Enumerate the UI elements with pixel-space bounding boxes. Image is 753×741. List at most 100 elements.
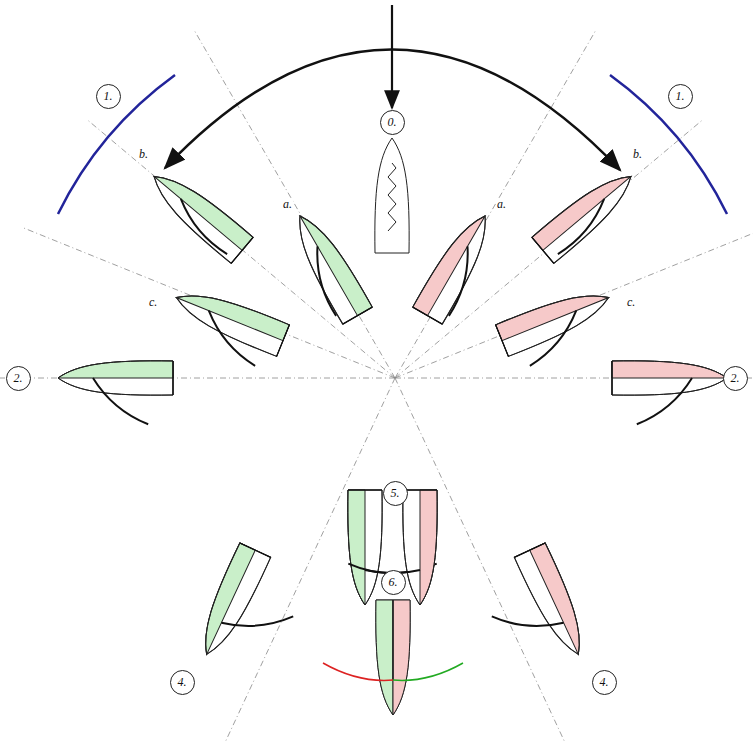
callout-number: 6.	[389, 576, 398, 588]
transom	[172, 361, 173, 395]
boom-arc	[323, 663, 393, 680]
wind-arrow	[391, 5, 393, 108]
sailboat	[532, 163, 642, 263]
sail-fill	[393, 600, 410, 715]
sailboat	[164, 282, 290, 372]
transom	[496, 325, 509, 357]
point-letter: a.	[496, 198, 507, 210]
transom	[348, 489, 382, 490]
callout-number: 5.	[391, 487, 400, 499]
hull	[403, 490, 437, 605]
hull	[376, 600, 410, 715]
callout-circle: 5.	[383, 481, 408, 506]
transom	[403, 489, 437, 490]
sailboat	[323, 600, 463, 715]
sail-fill	[530, 543, 594, 654]
sailboat	[348, 490, 437, 605]
sail-fill	[496, 282, 609, 341]
sail-fill	[191, 543, 255, 654]
sailboat	[191, 543, 312, 681]
boom-arc	[393, 663, 463, 680]
hull	[285, 207, 372, 324]
callout-circle: 2.	[6, 366, 31, 391]
callout-number: 4.	[600, 676, 609, 688]
sailboat	[612, 361, 727, 424]
direction-ray	[395, 121, 701, 378]
callout-circle: 4.	[170, 670, 195, 695]
sail-fill	[376, 600, 393, 715]
point-letter: b.	[138, 148, 149, 160]
hull-outline	[413, 207, 500, 324]
hull-outline	[58, 361, 173, 395]
sailboat	[496, 282, 622, 372]
point-letter: b.	[632, 148, 643, 160]
sail-line	[196, 311, 268, 366]
hull-outline	[514, 543, 594, 662]
transom	[277, 325, 290, 357]
hull-outline	[403, 490, 437, 605]
callout-circle: 6.	[381, 570, 406, 595]
transom	[611, 361, 612, 395]
point-letter: c.	[626, 296, 636, 308]
callout-number: 2.	[731, 372, 740, 384]
callout-number: 4.	[178, 676, 187, 688]
callout-circle: 2.	[723, 366, 748, 391]
sector-arc	[58, 75, 175, 214]
transom	[532, 237, 554, 263]
sail-line	[221, 590, 293, 649]
hull	[532, 163, 642, 263]
sailboat	[143, 163, 253, 263]
callout-number: 2.	[14, 372, 23, 384]
point-letter: c.	[148, 296, 158, 308]
hull-outline	[285, 207, 372, 324]
hull	[191, 543, 271, 662]
point-letter: a.	[282, 198, 293, 210]
hull-outline	[191, 543, 271, 662]
sail-line	[492, 590, 564, 649]
transom	[231, 237, 253, 263]
sail-line	[637, 378, 692, 424]
sail-line	[348, 564, 420, 574]
sail-fill	[532, 163, 631, 250]
callout-number: 0.	[388, 116, 397, 128]
transom	[413, 307, 442, 324]
callout-circle: 0.	[380, 110, 405, 135]
hull-outline	[612, 361, 727, 395]
callout-number: 1.	[104, 90, 113, 102]
hull	[612, 361, 727, 395]
hull	[514, 543, 594, 662]
sailboat	[284, 207, 373, 325]
sail-fill	[176, 282, 289, 341]
transom	[240, 543, 271, 557]
sail-line	[433, 246, 484, 316]
hull-outline	[532, 163, 642, 263]
sail-fill	[154, 163, 253, 250]
sail-line	[301, 246, 352, 316]
callout-circle: 4.	[592, 670, 617, 695]
sailboat	[473, 543, 594, 681]
hull	[143, 163, 253, 263]
transom	[514, 543, 545, 557]
sail-fill	[413, 207, 485, 315]
hull	[348, 490, 382, 605]
hull-outline	[143, 163, 253, 263]
hull	[58, 361, 173, 395]
hull-outline	[348, 490, 382, 605]
callout-circle: 1.	[96, 84, 121, 109]
direction-ray	[89, 121, 395, 378]
sail-line	[93, 378, 148, 424]
sail-line	[517, 311, 589, 366]
sailboat	[375, 138, 409, 253]
sailboat	[58, 361, 173, 424]
callout-circle: 1.	[668, 84, 693, 109]
luffing-sail	[388, 163, 396, 231]
sail-line	[550, 199, 613, 255]
sailboat	[413, 207, 502, 325]
sail-line	[172, 199, 235, 255]
transom	[343, 307, 372, 324]
mast-line	[392, 600, 394, 680]
sail-fill	[300, 207, 372, 315]
sector-arc	[610, 75, 727, 214]
